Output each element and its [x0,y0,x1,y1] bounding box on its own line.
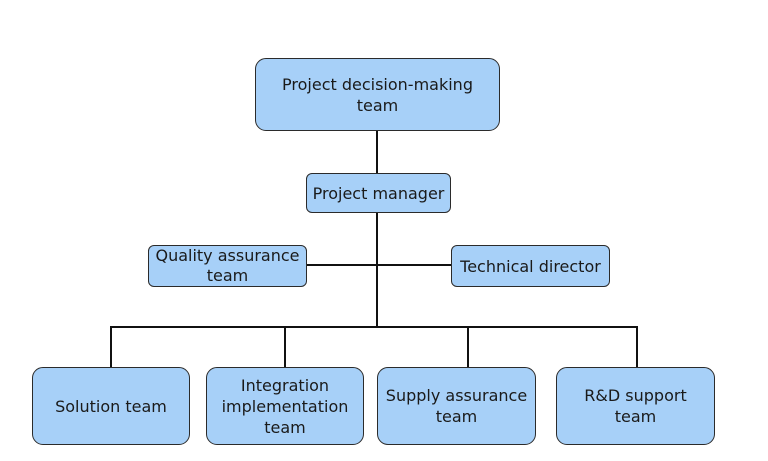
node-label: Technical director [460,256,601,276]
node-label: Project manager [312,183,445,203]
connector-team-3 [467,326,469,367]
node-project-decision-making-team: Project decision-making team [255,58,500,131]
node-label: Project decision-making team [282,74,473,115]
node-label: Integration implementation team [221,375,349,437]
node-quality-assurance-team: Quality assurance team [148,245,307,287]
connector-team-1 [110,326,112,367]
connector-root-to-manager [376,131,378,173]
node-solution-team: Solution team [32,367,190,445]
node-rd-support-team: R&D support team [556,367,715,445]
node-project-manager: Project manager [306,173,451,213]
connector-manager-trunk [376,213,378,328]
node-label: Supply assurance team [385,386,528,426]
node-supply-assurance-team: Supply assurance team [377,367,536,445]
connector-advisors [307,264,452,266]
node-label: R&D support team [584,386,687,426]
node-integration-implementation-team: Integration implementation team [206,367,364,445]
connector-team-2 [284,326,286,367]
node-label: Solution team [55,396,167,416]
node-label: Quality assurance team [155,246,300,285]
connector-teams-bus [110,326,638,328]
node-technical-director: Technical director [451,245,610,287]
connector-team-4 [636,326,638,367]
